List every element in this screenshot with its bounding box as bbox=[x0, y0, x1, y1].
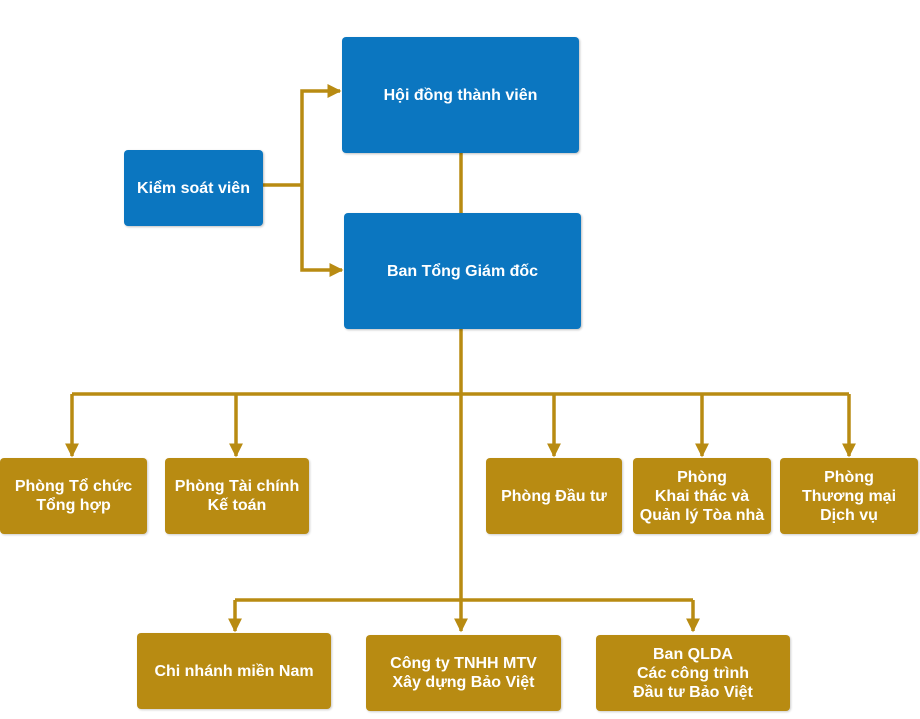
ceo-box: Ban Tổng Giám đốc bbox=[344, 213, 581, 329]
dept-invest-box: Phòng Đầu tư bbox=[486, 458, 622, 534]
dept-building-box: Phòng Khai thác và Quản lý Tòa nhà bbox=[633, 458, 771, 534]
project-board-box: Ban QLDA Các công trình Đầu tư Bảo Việt bbox=[596, 635, 790, 711]
dept-finance-box: Phòng Tài chính Kế toán bbox=[165, 458, 309, 534]
supervisor-to-ceo-arrow bbox=[300, 185, 344, 277]
board-box: Hội đồng thành viên bbox=[342, 37, 579, 153]
branch-south-box: Chi nhánh miền Nam bbox=[137, 633, 331, 709]
supervisor-to-board-arrow bbox=[300, 84, 342, 185]
subsidiary-box: Công ty TNHH MTV Xây dựng Bảo Việt bbox=[366, 635, 561, 711]
supervisor-box: Kiểm soát viên bbox=[124, 150, 263, 226]
dept-hr-box: Phòng Tổ chức Tổng hợp bbox=[0, 458, 147, 534]
dept-trade-box: Phòng Thương mại Dịch vụ bbox=[780, 458, 918, 534]
